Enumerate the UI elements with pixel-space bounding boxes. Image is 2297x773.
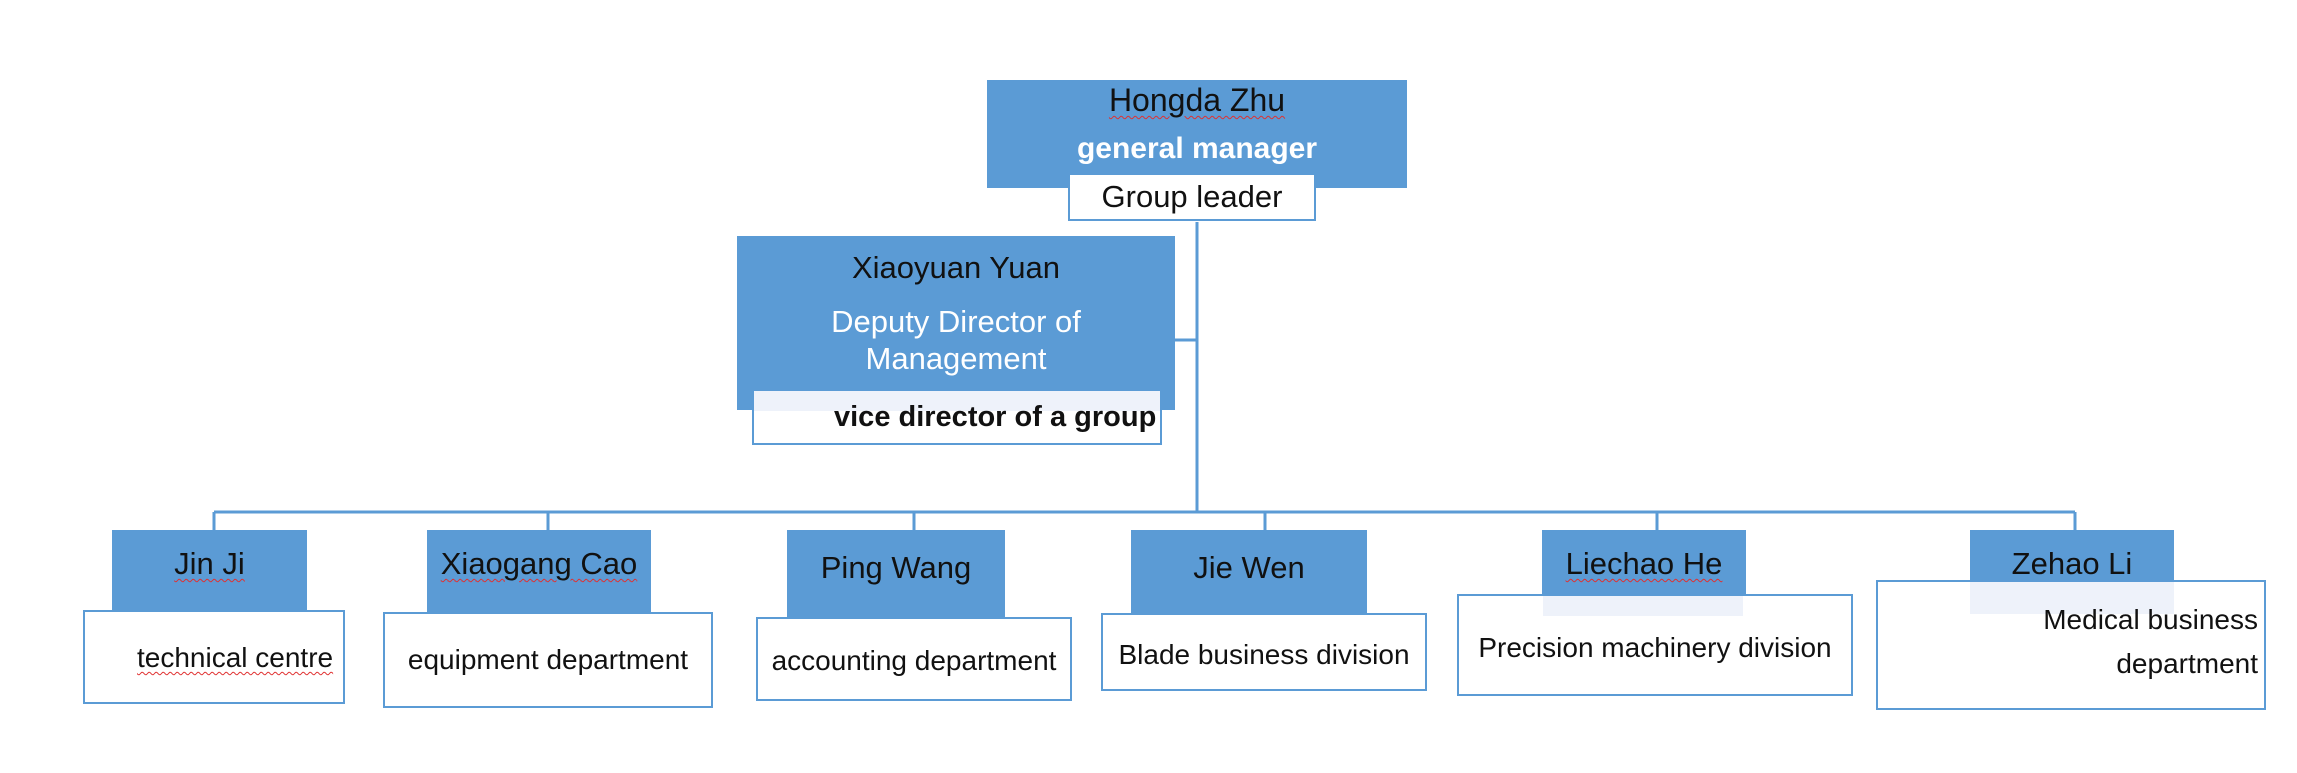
member-node-xiaogang-cao: Xiaogang Cao	[427, 530, 651, 614]
top-role: Group leader	[1101, 179, 1283, 214]
member-name: Zehao Li	[2011, 546, 2133, 581]
tag-shading	[1970, 582, 2174, 614]
member-name: Xiaogang Cao	[440, 546, 638, 581]
tag-shading	[1543, 596, 1743, 616]
member-dept: accounting department	[771, 645, 1057, 676]
top-name: Hongda Zhu	[1108, 82, 1286, 118]
member-dept-tag: Medical business department	[1876, 580, 2266, 710]
deputy-name: Xiaoyuan Yuan	[851, 250, 1060, 285]
member-dept: Precision machinery division	[1478, 632, 1832, 663]
member-dept-tag: Blade business division	[1101, 613, 1427, 691]
member-name: Liechao He	[1565, 546, 1723, 581]
member-dept-tag: technical centre	[83, 610, 345, 704]
member-node-jie-wen: Jie Wen	[1131, 530, 1367, 616]
top-node: Hongda Zhu general manager	[987, 80, 1407, 188]
member-dept: technical centre	[137, 642, 334, 673]
member-dept-tag: equipment department	[383, 612, 713, 708]
member-node-jin-ji: Jin Ji	[112, 530, 307, 610]
member-dept: Blade business division	[1118, 639, 1410, 670]
member-dept-line1: Medical business	[2043, 604, 2258, 635]
member-name: Jie Wen	[1193, 550, 1305, 585]
member-node-ping-wang: Ping Wang	[787, 530, 1005, 618]
deputy-role-tag: vice director of a group	[752, 389, 1162, 445]
deputy-node: Xiaoyuan Yuan Deputy Director of Managem…	[737, 236, 1175, 410]
top-role-tag: Group leader	[1068, 173, 1316, 221]
deputy-title-line2: Management	[865, 341, 1047, 376]
deputy-title-line1: Deputy Director of	[831, 304, 1081, 339]
member-name: Ping Wang	[820, 550, 972, 585]
tag-shading	[754, 391, 1160, 411]
deputy-role: vice director of a group	[834, 401, 1157, 433]
member-dept-tag: Precision machinery division	[1457, 594, 1853, 696]
member-dept: equipment department	[407, 644, 689, 675]
member-dept-tag: accounting department	[756, 617, 1072, 701]
member-name: Jin Ji	[174, 546, 245, 581]
member-dept-line2: department	[2116, 648, 2258, 679]
top-title: general manager	[1076, 132, 1318, 165]
